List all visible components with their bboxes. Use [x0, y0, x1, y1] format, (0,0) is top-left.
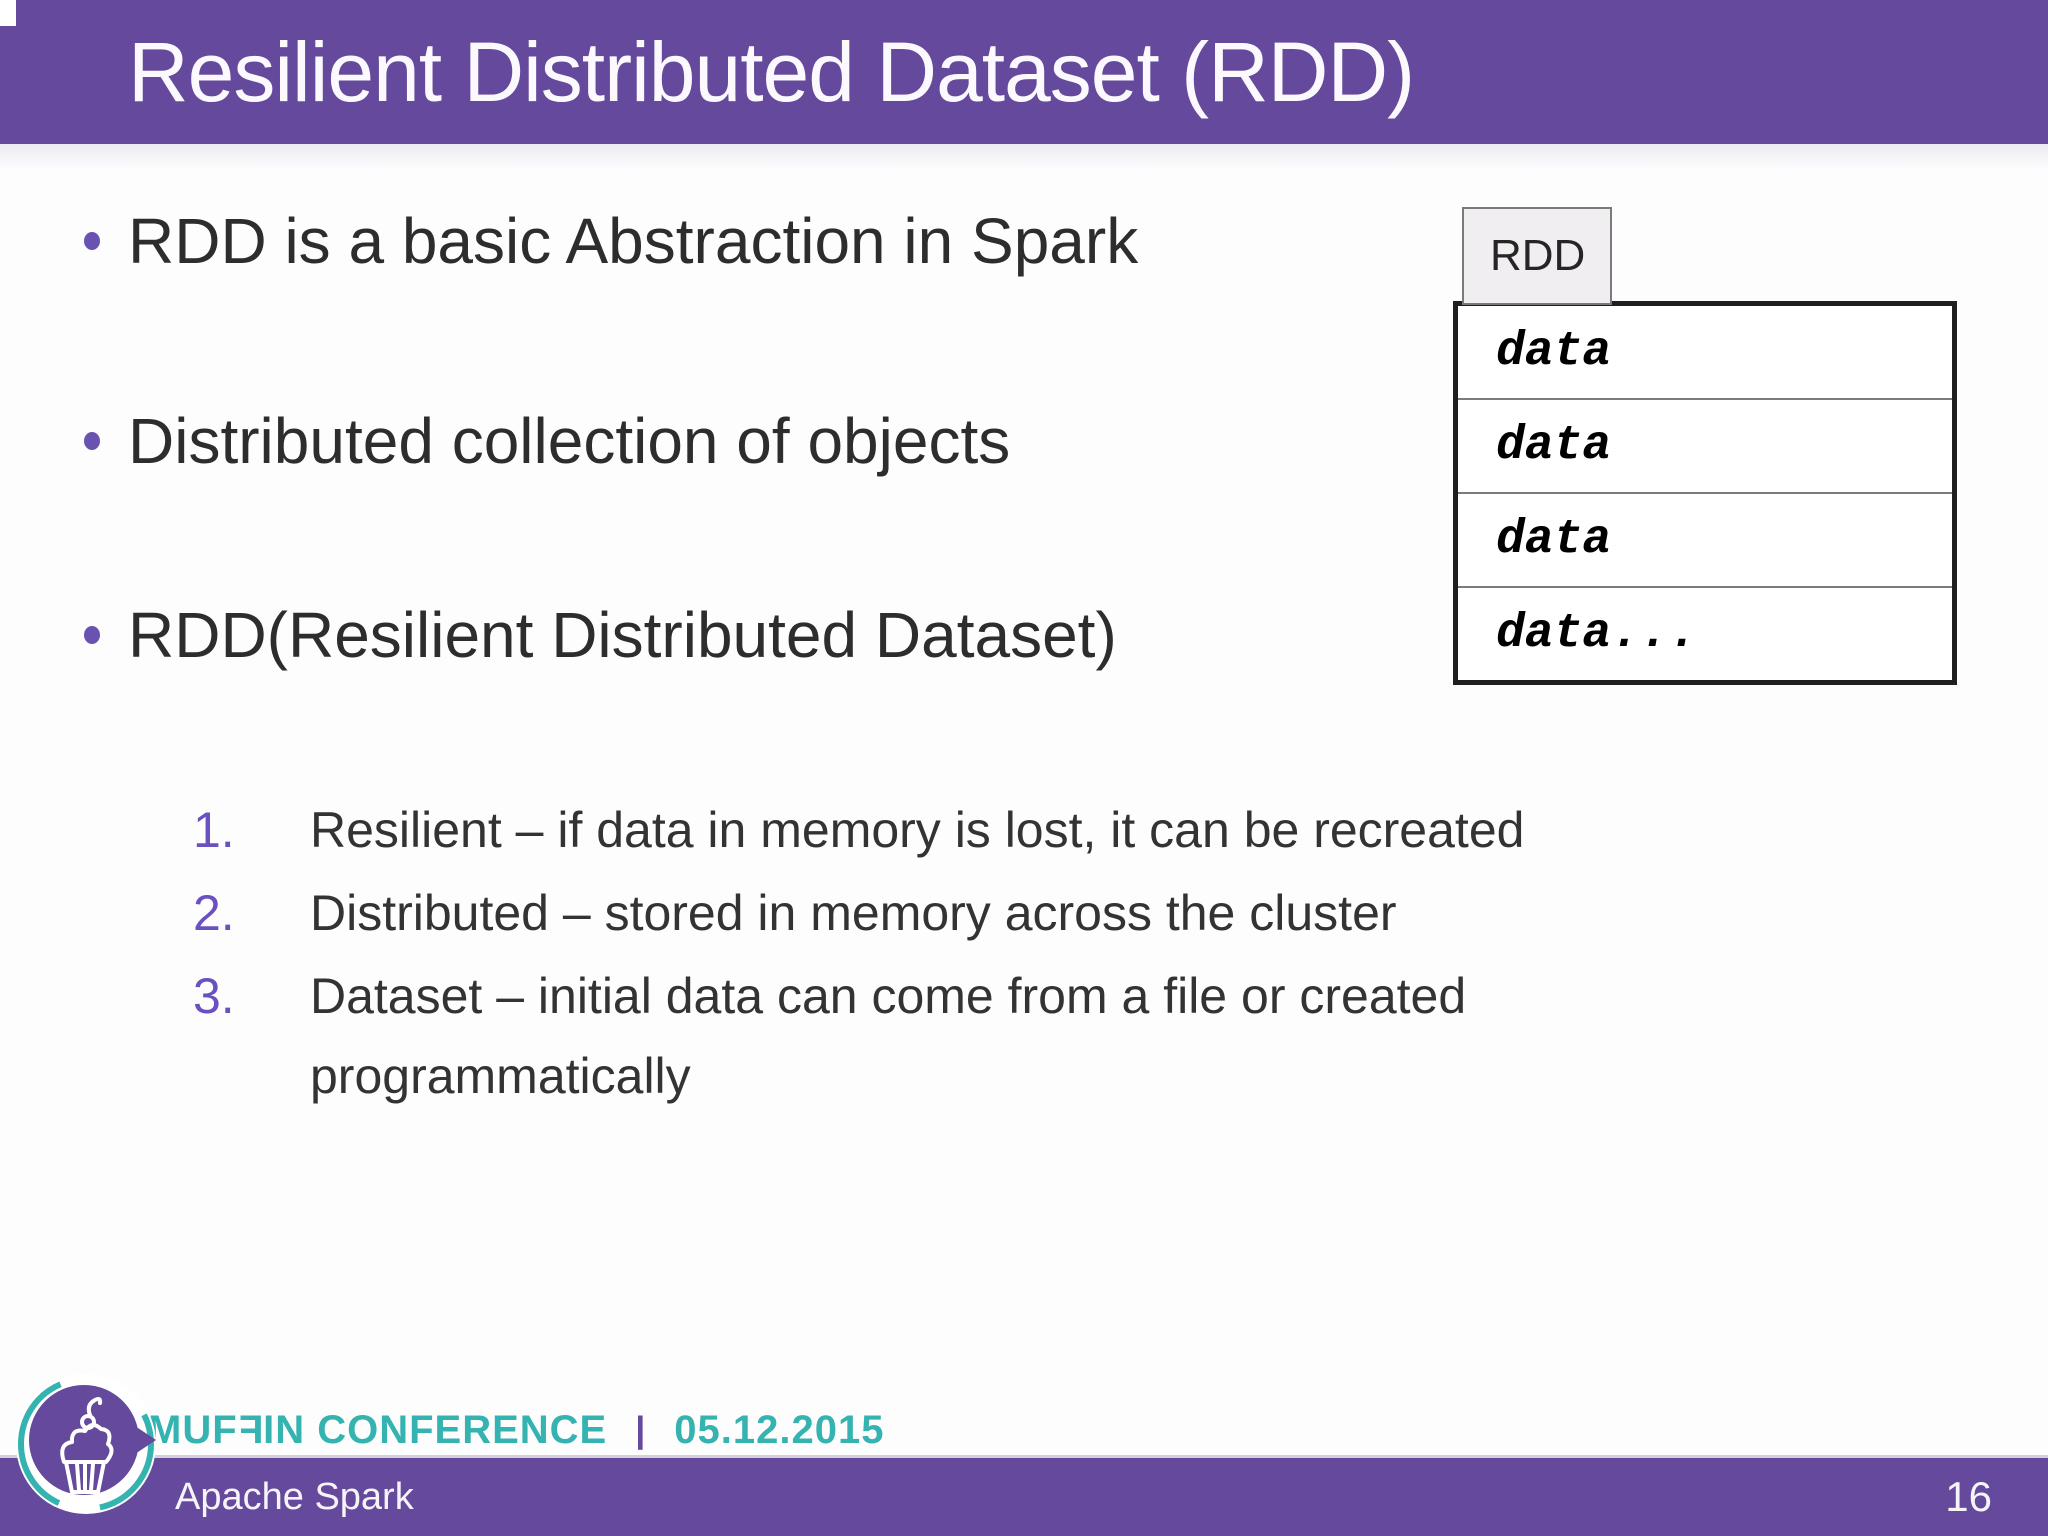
- numbered-item: 2. Distributed – stored in memory across…: [193, 873, 1397, 953]
- numbered-item: 3. Dataset – initial data can come from …: [193, 956, 1710, 1116]
- rdd-diagram-tab: RDD: [1462, 207, 1612, 305]
- brand-prefix: MUF: [148, 1407, 238, 1452]
- bullet-dot-icon: [84, 432, 100, 450]
- page-title: Resilient Distributed Dataset (RDD): [128, 24, 1415, 119]
- cupcake-icon: [60, 1397, 114, 1494]
- numbered-item: 1. Resilient – if data in memory is lost…: [193, 790, 1524, 870]
- bullet-text: Distributed collection of objects: [128, 405, 1011, 477]
- bullet-text: RDD(Resilient Distributed Dataset): [128, 599, 1117, 671]
- rdd-data-row: data: [1458, 400, 1952, 494]
- item-text: Resilient – if data in memory is lost, i…: [310, 802, 1525, 858]
- brand-date: 05.12.2015: [674, 1407, 885, 1452]
- item-number: 2.: [193, 885, 235, 941]
- bullet-item: RDD(Resilient Distributed Dataset): [84, 598, 1117, 672]
- bullet-text: RDD is a basic Abstraction in Spark: [128, 205, 1139, 277]
- rdd-data-row: data: [1458, 494, 1952, 588]
- bullet-dot-icon: [84, 626, 100, 644]
- item-number: 3.: [193, 968, 235, 1024]
- bullet-dot-icon: [84, 232, 100, 250]
- page-number: 16: [1945, 1473, 1992, 1520]
- logo-purple-bubble: [29, 1385, 156, 1495]
- rdd-data-row: data: [1458, 306, 1952, 400]
- header-bar: Resilient Distributed Dataset (RDD): [0, 0, 2048, 144]
- footer-topic: Apache Spark: [175, 1475, 414, 1518]
- footer-bar: [0, 1458, 2048, 1536]
- bullet-item: RDD is a basic Abstraction in Spark: [84, 204, 1138, 278]
- corner-notch: [0, 0, 16, 26]
- muffin-logo: [16, 1374, 156, 1514]
- item-text: Dataset – initial data can come from a f…: [310, 968, 1467, 1104]
- brand-suffix: IN CONFERENCE: [263, 1407, 608, 1452]
- bullet-item: Distributed collection of objects: [84, 404, 1010, 478]
- brand-separator: |: [635, 1409, 647, 1450]
- rdd-data-row: data...: [1496, 607, 1698, 661]
- brand-mirrored-letter: F: [237, 1407, 264, 1452]
- item-number: 1.: [193, 802, 235, 858]
- logo-dashed-ring: [18, 1376, 154, 1512]
- header-shadow: [0, 144, 2048, 170]
- item-text: Distributed – stored in memory across th…: [310, 885, 1397, 941]
- rdd-diagram-box: data data data data...: [1453, 301, 1957, 685]
- footer-divider: [0, 1455, 2048, 1458]
